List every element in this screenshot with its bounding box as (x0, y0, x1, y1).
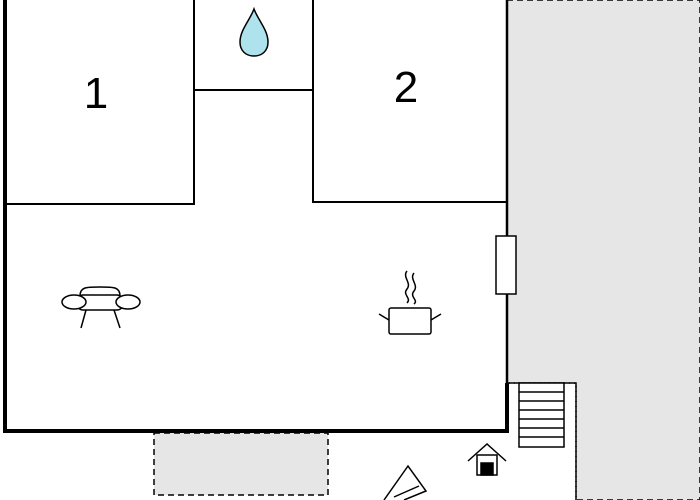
sun-lounger-icon (383, 464, 428, 500)
sofa-icon (61, 286, 141, 329)
room-label-1: 1 (84, 69, 108, 118)
cooking-pot-icon (378, 270, 442, 335)
window-icon (495, 235, 517, 295)
stairs-icon (518, 382, 565, 448)
room-label-2: 2 (394, 63, 418, 112)
water-drop-icon (239, 6, 269, 57)
outer-wall (3, 0, 509, 433)
outdoor-patio (153, 432, 329, 496)
room-2-walls (312, 0, 507, 203)
room-1-walls (5, 0, 195, 205)
house-entrance-icon (467, 442, 507, 476)
